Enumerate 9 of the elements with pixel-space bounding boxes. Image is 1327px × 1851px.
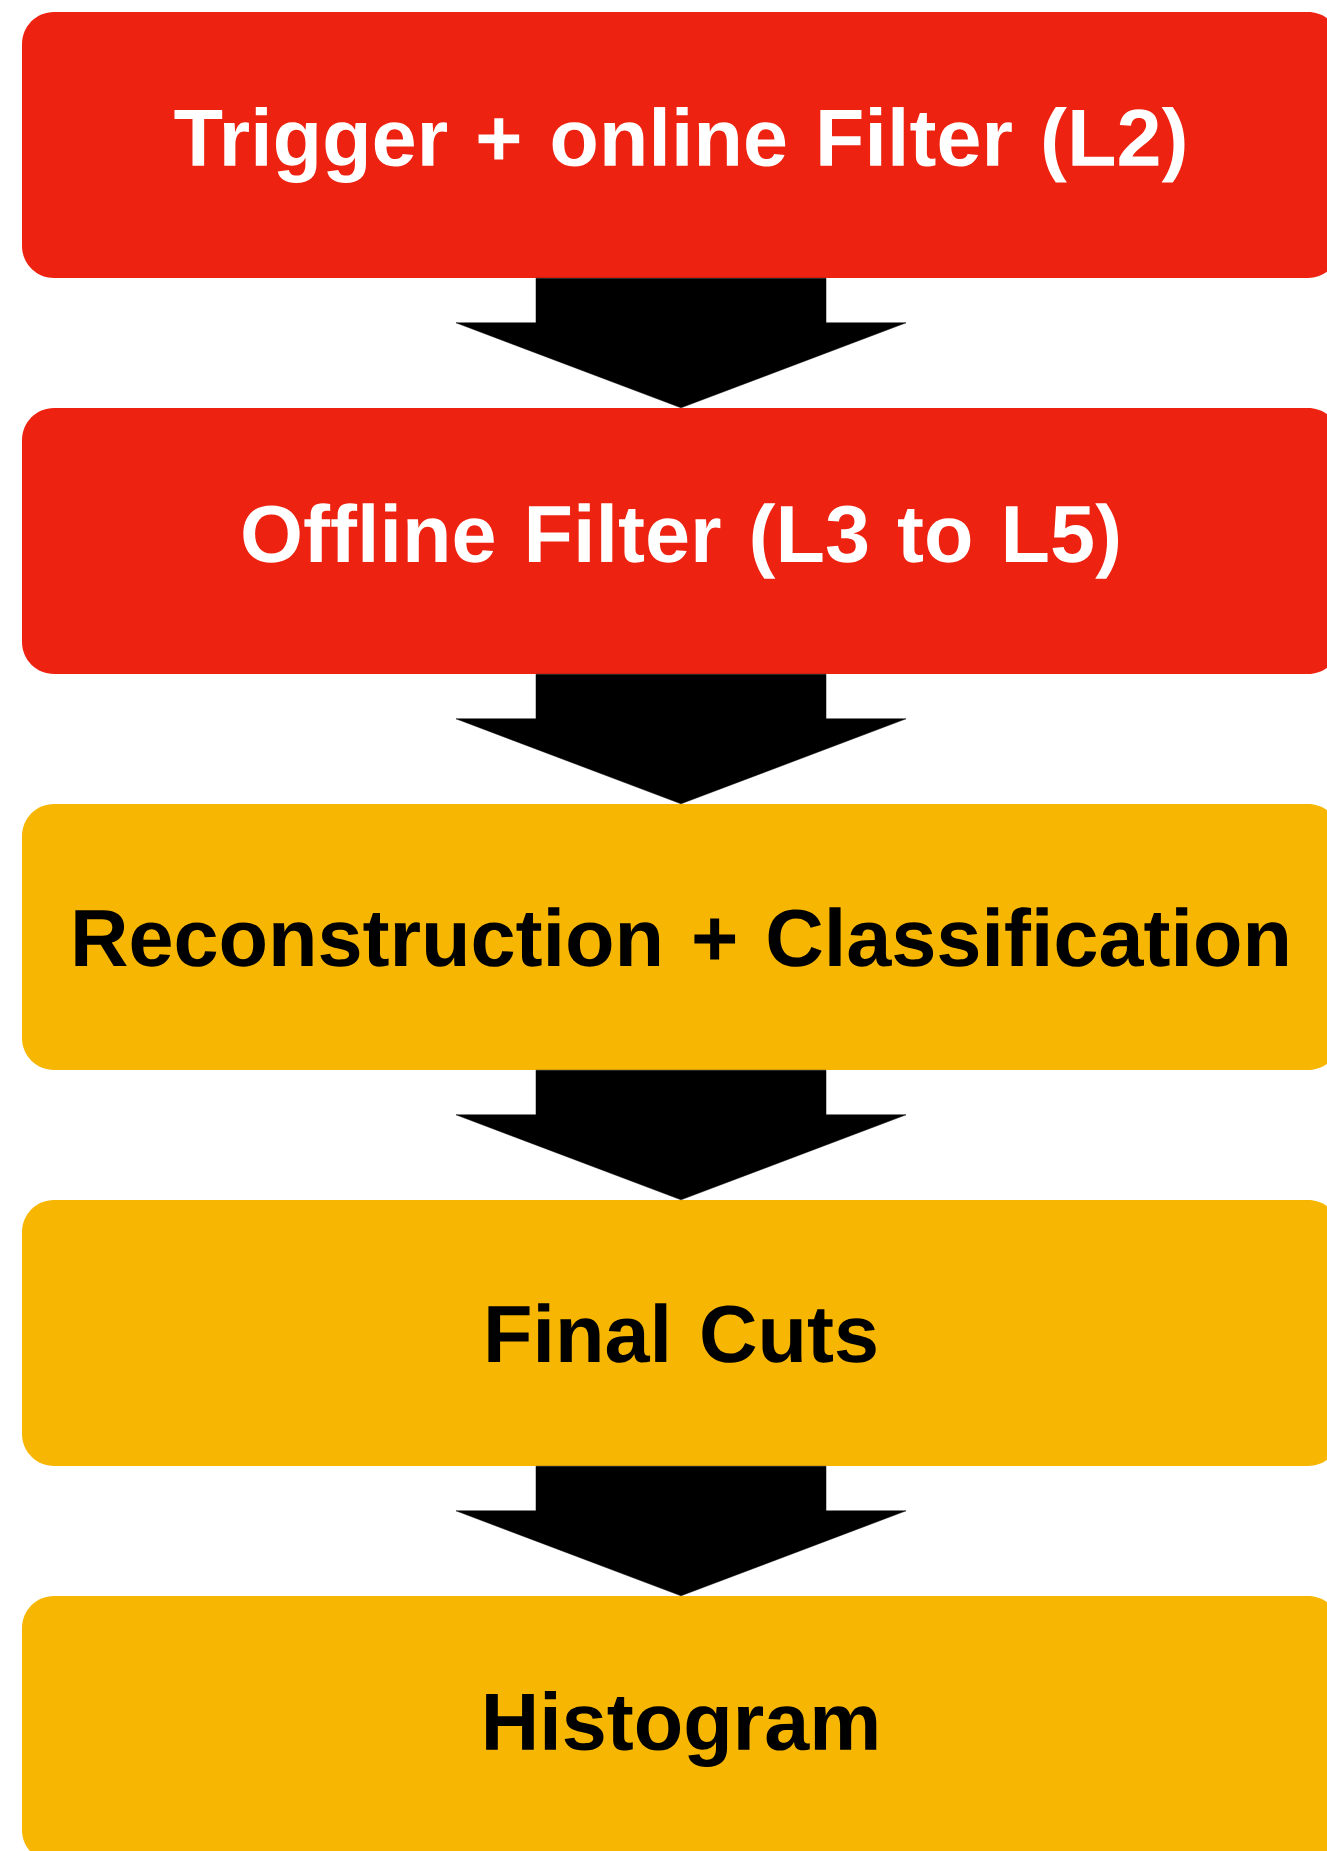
block-arrow bbox=[455, 277, 907, 409]
block-arrow bbox=[455, 1465, 907, 1597]
process-box: Trigger + online Filter (L2) bbox=[22, 12, 1327, 278]
process-box: Final Cuts bbox=[22, 1200, 1327, 1466]
block-arrow bbox=[455, 673, 907, 805]
process-box: Reconstruction + Classification bbox=[22, 804, 1327, 1070]
process-box: Histogram bbox=[22, 1596, 1327, 1851]
block-arrow bbox=[455, 1069, 907, 1201]
process-box: Offline Filter (L3 to L5) bbox=[22, 408, 1327, 674]
